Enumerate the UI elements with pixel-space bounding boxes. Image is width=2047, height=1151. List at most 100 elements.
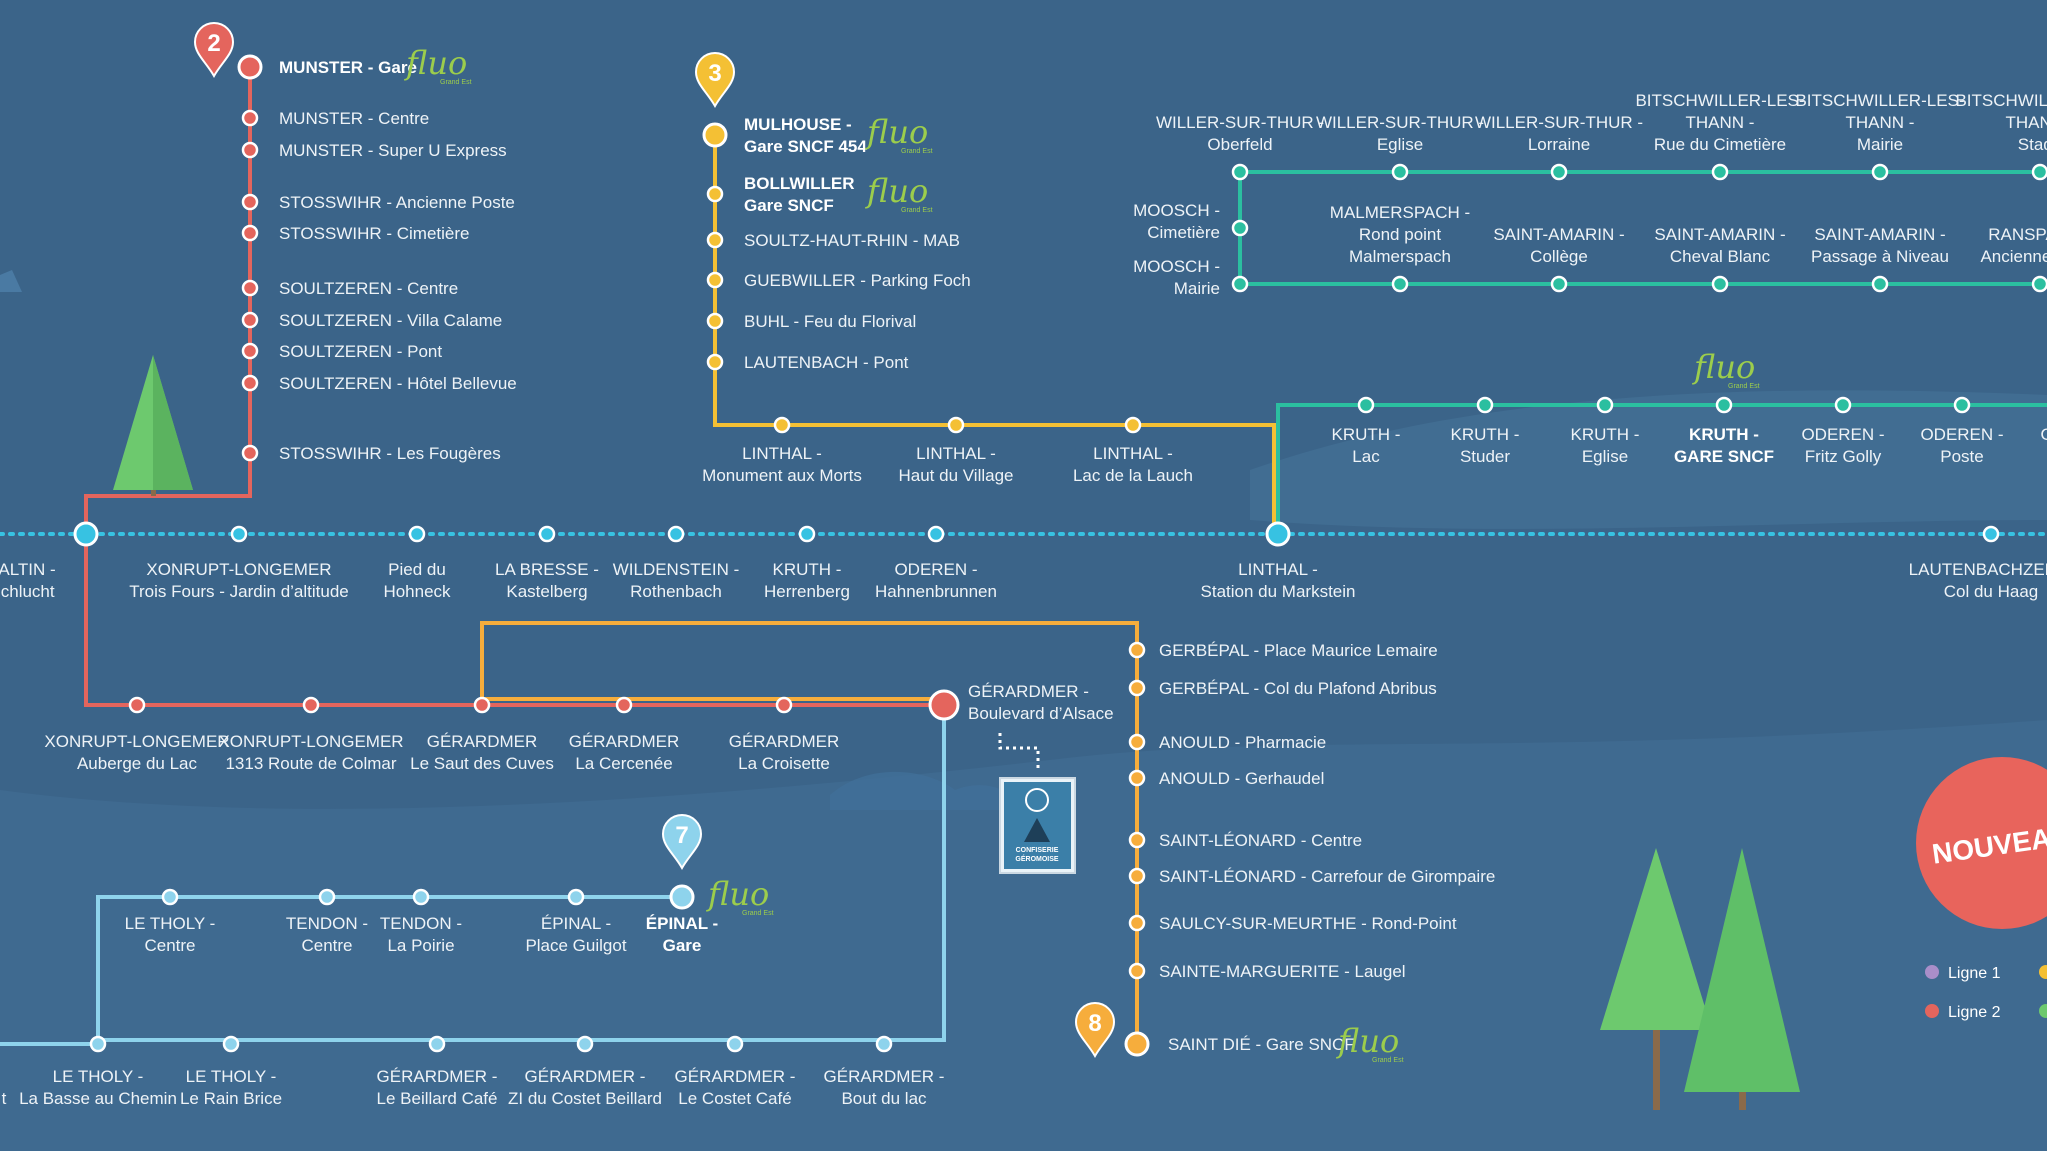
stop-line8-3[interactable] — [1128, 769, 1146, 787]
stop-line2-lower-4[interactable] — [775, 696, 793, 714]
stop-thur-mid-2[interactable] — [1711, 275, 1729, 293]
stop-label-cretes-5-line-1: KRUTH - — [773, 560, 842, 579]
stop-thur-mid-1[interactable] — [1550, 275, 1568, 293]
stop-label-line3-1-line-1: BOLLWILLER — [744, 174, 854, 193]
stop-line3-1[interactable] — [706, 185, 724, 203]
legend-swatch-ligne-2 — [1925, 1004, 1939, 1018]
stop-line8-0[interactable] — [1128, 641, 1146, 659]
confiserie-sign: CONFISERIE GÉROMOISE — [999, 777, 1076, 874]
stop-line7-lower-4[interactable] — [576, 1035, 594, 1053]
stop-line3-2[interactable] — [706, 231, 724, 249]
stop-line7-upper-4[interactable] — [669, 884, 695, 910]
stop-line2-7[interactable] — [241, 342, 259, 360]
stop-cretes-4[interactable] — [667, 525, 685, 543]
stop-line8-7[interactable] — [1128, 962, 1146, 980]
stop-label-line8-0: GERBÉPAL - Place Maurice Lemaire — [1159, 641, 1438, 660]
stop-label-linthal-1-line-1: LINTHAL - — [916, 444, 996, 463]
stop-thur-mid-0[interactable] — [1391, 275, 1409, 293]
stop-line2-lower-2[interactable] — [473, 696, 491, 714]
stop-line2-lower-1[interactable] — [302, 696, 320, 714]
stop-label-line8-1: GERBÉPAL - Col du Plafond Abribus — [1159, 679, 1437, 698]
stop-line7-lower-3[interactable] — [428, 1035, 446, 1053]
stop-line7-lower-6[interactable] — [875, 1035, 893, 1053]
stop-kruth-3[interactable] — [1715, 396, 1733, 414]
stop-line7-lower-2[interactable] — [222, 1035, 240, 1053]
stop-line3-0[interactable] — [702, 122, 728, 148]
stop-line2-0[interactable] — [237, 54, 263, 80]
stop-cretes-0[interactable] — [73, 521, 99, 547]
line-8-pin: 8 — [1074, 1002, 1116, 1059]
stop-kruth-1[interactable] — [1476, 396, 1494, 414]
stop-moosch-1[interactable] — [1231, 275, 1249, 293]
stop-line2-4[interactable] — [241, 224, 259, 242]
stop-linthal-0[interactable] — [773, 416, 791, 434]
stop-line3-3[interactable] — [706, 271, 724, 289]
stop-line2-1[interactable] — [241, 109, 259, 127]
stop-thur-mid-4[interactable] — [2031, 275, 2047, 293]
stop-kruth-0[interactable] — [1357, 396, 1375, 414]
stop-line7-lower-5[interactable] — [726, 1035, 744, 1053]
stop-line7-upper-3[interactable] — [567, 888, 585, 906]
stop-label-line8-7: SAINTE-MARGUERITE - Laugel — [1159, 962, 1406, 981]
stop-line7-upper-0[interactable] — [161, 888, 179, 906]
stop-cretes-5[interactable] — [798, 525, 816, 543]
stop-label-line3-4: BUHL - Feu du Florival — [744, 312, 916, 331]
stop-cretes-3[interactable] — [538, 525, 556, 543]
stop-cretes-6[interactable] — [927, 525, 945, 543]
stop-label-moosch-1-line-1: MOOSCH - — [1133, 257, 1220, 276]
stop-gerardmer-hub[interactable] — [928, 689, 960, 721]
stop-kruth-5[interactable] — [1953, 396, 1971, 414]
stop-line3-5[interactable] — [706, 353, 724, 371]
stop-label-line2-lower-3-line-2: La Cercenée — [575, 754, 672, 773]
stop-line7-lower-1[interactable] — [89, 1035, 107, 1053]
stop-cretes-7[interactable] — [1265, 521, 1291, 547]
stop-line7-upper-2[interactable] — [412, 888, 430, 906]
stop-cretes-8[interactable] — [1982, 525, 2000, 543]
stop-kruth-4[interactable] — [1834, 396, 1852, 414]
fluo-logo-word: fluo — [1336, 1022, 1399, 1060]
stop-thur-top-3[interactable] — [1711, 163, 1729, 181]
line-7-pin: 7 — [661, 814, 703, 871]
stop-line8-2[interactable] — [1128, 733, 1146, 751]
stop-linthal-1[interactable] — [947, 416, 965, 434]
stop-label-cretes-5-line-2: Herrenberg — [764, 582, 850, 601]
stop-line3-4[interactable] — [706, 312, 724, 330]
fluo-logo-sub: Grand Est — [440, 79, 472, 86]
stop-label-line3-3: GUEBWILLER - Parking Foch — [744, 271, 971, 290]
stop-line2-5[interactable] — [241, 279, 259, 297]
stop-line2-3[interactable] — [241, 193, 259, 211]
stop-line8-8[interactable] — [1124, 1031, 1150, 1057]
stop-line8-6[interactable] — [1128, 914, 1146, 932]
cloud-left — [0, 270, 22, 292]
stop-label-cretes-8-line-1: LAUTENBACHZELL - — [1909, 560, 2047, 579]
stop-label-cretes-7-line-2: Station du Markstein — [1201, 582, 1356, 601]
stop-line2-lower-0[interactable] — [128, 696, 146, 714]
stop-moosch-0[interactable] — [1231, 219, 1249, 237]
line-2-pin: 2 — [193, 22, 235, 79]
stop-label-line2-6: SOULTZEREN - Villa Calame — [279, 311, 502, 330]
stop-line2-6[interactable] — [241, 311, 259, 329]
stop-thur-top-0[interactable] — [1231, 163, 1249, 181]
stop-cretes-1[interactable] — [230, 525, 248, 543]
stop-label-line8-8: SAINT DIÉ - Gare SNCF — [1168, 1035, 1355, 1054]
stop-line2-8[interactable] — [241, 374, 259, 392]
stop-thur-top-2[interactable] — [1550, 163, 1568, 181]
stop-cretes-2[interactable] — [408, 525, 426, 543]
stop-kruth-2[interactable] — [1596, 396, 1614, 414]
stop-line8-5[interactable] — [1128, 867, 1146, 885]
stop-line7-upper-1[interactable] — [318, 888, 336, 906]
stop-label-thur-top-0-line-2: Oberfeld — [1207, 135, 1272, 154]
stop-linthal-2[interactable] — [1124, 416, 1142, 434]
stop-thur-top-1[interactable] — [1391, 163, 1409, 181]
stop-line2-2[interactable] — [241, 141, 259, 159]
stop-line8-4[interactable] — [1128, 831, 1146, 849]
stop-line2-9[interactable] — [241, 444, 259, 462]
stop-line2-lower-3[interactable] — [615, 696, 633, 714]
stop-line8-1[interactable] — [1128, 679, 1146, 697]
stop-label-kruth-1-line-1: KRUTH - — [1451, 425, 1520, 444]
stop-thur-mid-3[interactable] — [1871, 275, 1889, 293]
stop-thur-top-5[interactable] — [2031, 163, 2047, 181]
stop-thur-top-4[interactable] — [1871, 163, 1889, 181]
